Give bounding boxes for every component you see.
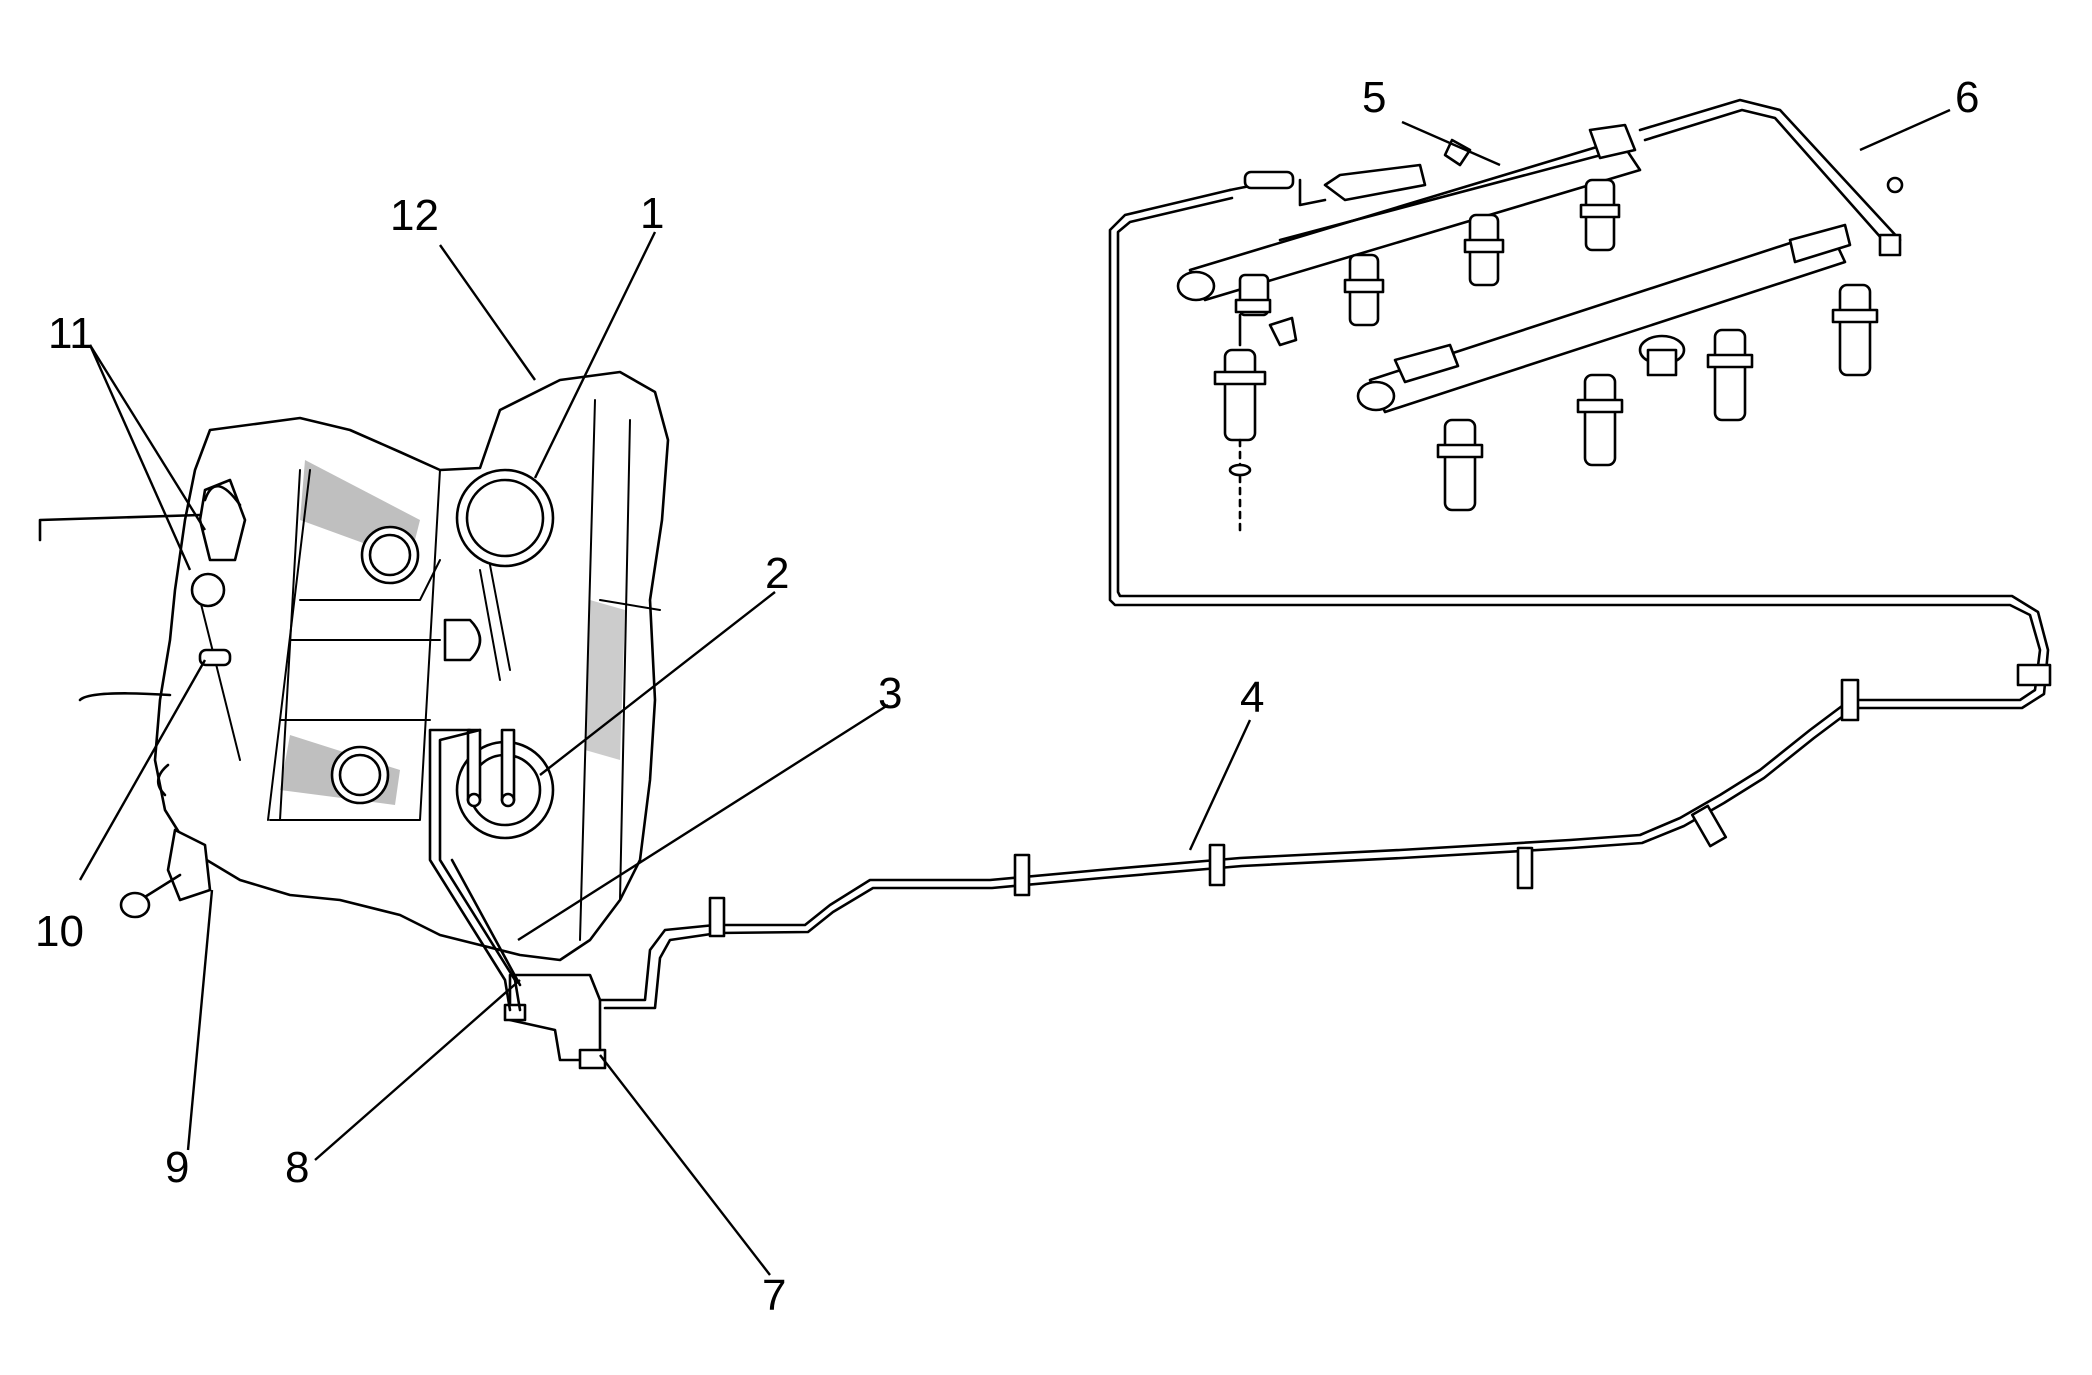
callout-3: 3 bbox=[878, 669, 902, 718]
callout-8: 8 bbox=[285, 1143, 309, 1192]
callout-4: 4 bbox=[1240, 673, 1264, 722]
fuel-rail-assembly bbox=[1176, 98, 1904, 532]
callout-6: 6 bbox=[1955, 73, 1979, 122]
callout-11: 11 bbox=[48, 309, 94, 358]
fuel-feed-line bbox=[598, 188, 2052, 1010]
fuel-tank bbox=[38, 370, 670, 1070]
callout-7: 7 bbox=[762, 1271, 786, 1320]
callout-2: 2 bbox=[765, 549, 789, 598]
callout-10: 10 bbox=[35, 907, 84, 956]
callout-labels: 1 2 3 4 5 6 7 8 9 10 11 12 bbox=[35, 73, 1979, 1320]
callout-12: 12 bbox=[390, 191, 439, 240]
leader-lines bbox=[78, 108, 1951, 1276]
callout-9: 9 bbox=[165, 1143, 189, 1192]
callout-1: 1 bbox=[640, 189, 664, 238]
callout-5: 5 bbox=[1362, 73, 1386, 122]
